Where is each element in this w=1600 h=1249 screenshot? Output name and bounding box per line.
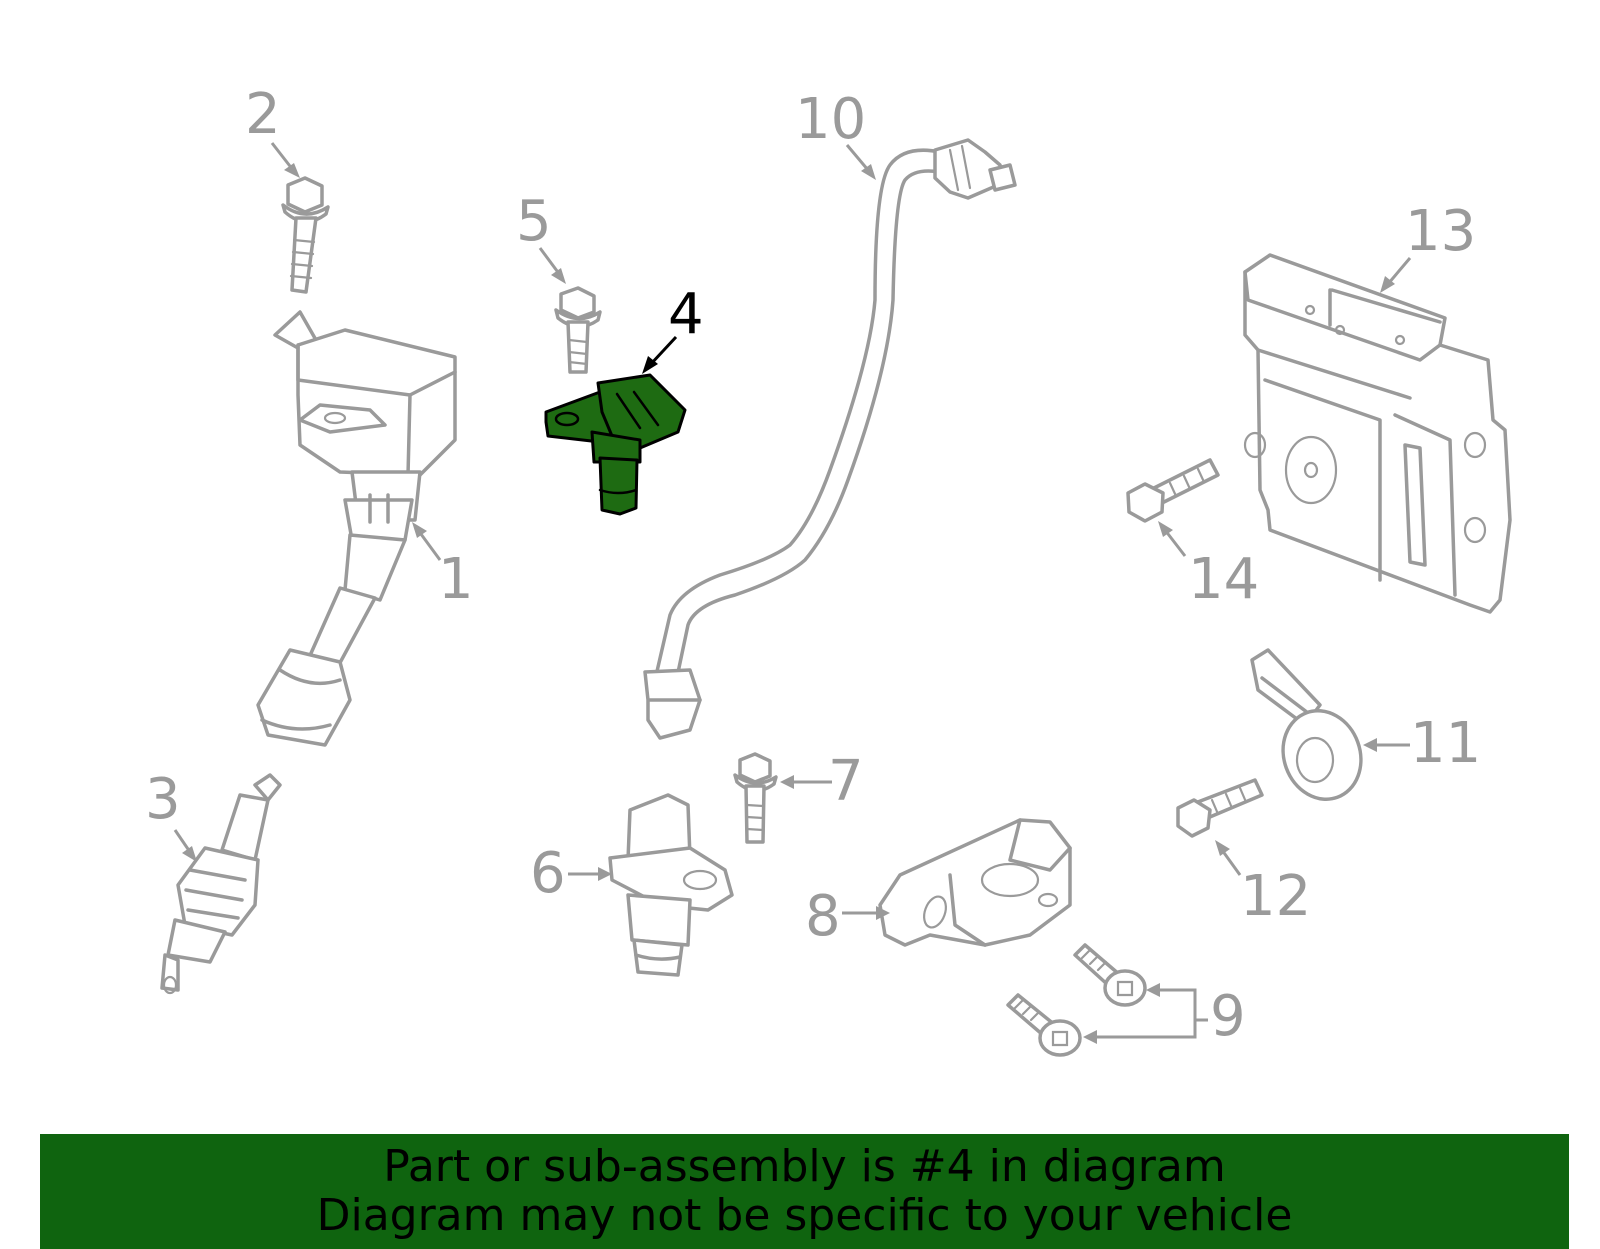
callout-2: 2 xyxy=(245,82,281,147)
part-bracket-8[interactable] xyxy=(878,818,1072,947)
callout-1: 1 xyxy=(438,547,474,612)
part-wiring-harness-10[interactable] xyxy=(643,138,1017,740)
callout-8: 8 xyxy=(805,884,841,949)
part-screws-9[interactable] xyxy=(1006,943,1147,1057)
part-bolt-7[interactable] xyxy=(733,752,778,844)
callout-5: 5 xyxy=(516,189,552,254)
part-bolt-5[interactable] xyxy=(554,286,602,374)
callout-14: 14 xyxy=(1188,547,1259,612)
part-ignition-coil[interactable] xyxy=(256,310,457,747)
callout-7: 7 xyxy=(828,749,864,814)
part-bolt-14[interactable] xyxy=(1126,458,1220,523)
part-sensor-6[interactable] xyxy=(608,793,734,977)
part-ecu-13[interactable] xyxy=(1243,253,1512,614)
part-bolt-12[interactable] xyxy=(1176,778,1264,838)
banner-line-part-number: Part or sub-assembly is #4 in diagram xyxy=(383,1141,1226,1192)
callout-12: 12 xyxy=(1240,864,1311,929)
callout-3: 3 xyxy=(145,767,181,832)
info-banner: Part or sub-assembly is #4 in diagram Di… xyxy=(40,1134,1569,1249)
banner-line-disclaimer: Diagram may not be specific to your vehi… xyxy=(316,1190,1293,1241)
callout-10: 10 xyxy=(795,87,866,152)
callout-4-highlighted: 4 xyxy=(668,282,704,347)
leader-lines xyxy=(173,142,1412,1044)
callout-11: 11 xyxy=(1410,711,1481,776)
part-bolt-2[interactable] xyxy=(281,176,330,294)
part-spark-plug[interactable] xyxy=(160,773,282,995)
part-knock-sensor-11[interactable] xyxy=(1250,648,1373,810)
part-camshaft-sensor-highlighted[interactable] xyxy=(544,373,687,516)
callout-6: 6 xyxy=(530,841,566,906)
callout-13: 13 xyxy=(1405,199,1476,264)
callout-9: 9 xyxy=(1210,984,1246,1049)
